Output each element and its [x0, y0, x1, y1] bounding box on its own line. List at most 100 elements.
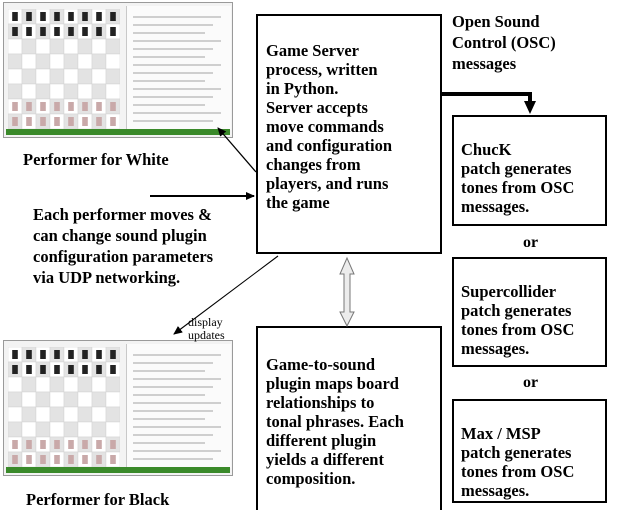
panel-line	[133, 442, 205, 444]
panel-line	[133, 120, 213, 122]
supercollider-text: Supercollider patch generates tones from…	[461, 282, 575, 358]
maxmsp-box: Max / MSP patch generates tones from OSC…	[452, 399, 607, 503]
chess-piece	[82, 102, 88, 111]
chess-piece	[68, 440, 74, 449]
chess-piece	[12, 27, 18, 36]
chess-piece	[68, 350, 74, 359]
chess-piece	[68, 27, 74, 36]
chess-piece	[26, 440, 32, 449]
control-panel-black	[126, 344, 231, 468]
chess-piece	[96, 27, 102, 36]
chess-piece	[54, 455, 60, 464]
chess-piece	[96, 102, 102, 111]
chess-piece	[82, 117, 88, 126]
chess-piece	[40, 350, 46, 359]
chess-piece	[40, 12, 46, 21]
chess-piece	[40, 455, 46, 464]
chess-piece	[96, 117, 102, 126]
panel-line	[133, 56, 205, 58]
plugin-text: Game-to-sound plugin maps board relation…	[266, 355, 404, 488]
panel-line	[133, 410, 213, 412]
control-panel-white	[126, 6, 231, 130]
chess-piece	[68, 12, 74, 21]
chess-piece	[110, 27, 116, 36]
chess-piece	[12, 440, 18, 449]
panel-line	[133, 418, 205, 420]
display-updates-label: display updates	[188, 315, 225, 342]
panel-line	[133, 370, 205, 372]
panel-line	[133, 362, 213, 364]
chess-piece	[68, 117, 74, 126]
chess-piece	[82, 455, 88, 464]
double-arrow-icon	[339, 256, 355, 328]
chess-piece	[40, 440, 46, 449]
chess-piece	[26, 27, 32, 36]
chuck-box: ChucK patch generates tones from OSC mes…	[452, 115, 607, 226]
chess-piece	[96, 12, 102, 21]
panel-line	[133, 112, 221, 114]
chess-piece	[110, 455, 116, 464]
arrow-osc-path	[442, 92, 532, 102]
chess-piece	[26, 12, 32, 21]
game-server-text: Game Server process, written in Python. …	[266, 41, 393, 212]
chess-piece	[82, 365, 88, 374]
panel-line	[133, 450, 221, 452]
chess-piece	[12, 350, 18, 359]
performer-white-label: Performer for White	[23, 150, 169, 169]
chess-piece	[26, 350, 32, 359]
arrow-osc-head	[524, 101, 536, 114]
chess-piece	[26, 365, 32, 374]
panel-line	[133, 72, 213, 74]
chess-piece	[68, 455, 74, 464]
chess-piece	[54, 12, 60, 21]
panel-line	[133, 88, 221, 90]
chuck-text: ChucK patch generates tones from OSC mes…	[461, 140, 575, 216]
chess-piece	[54, 102, 60, 111]
chess-piece	[12, 365, 18, 374]
chess-piece	[26, 102, 32, 111]
panel-line	[133, 32, 205, 34]
chess-piece	[12, 117, 18, 126]
chess-piece	[40, 365, 46, 374]
chess-piece	[82, 12, 88, 21]
panel-line	[133, 386, 213, 388]
each-performer-text: Each performer moves & can change sound …	[33, 205, 214, 287]
chess-piece	[12, 12, 18, 21]
status-bar-white	[6, 129, 230, 135]
chess-piece	[40, 27, 46, 36]
panel-line	[133, 426, 221, 428]
chess-piece	[96, 365, 102, 374]
panel-line	[133, 48, 213, 50]
chess-piece	[110, 440, 116, 449]
chess-piece	[26, 455, 32, 464]
chess-piece	[12, 455, 18, 464]
panel-line	[133, 354, 221, 356]
black-performer-screenshot	[3, 340, 233, 476]
chess-piece	[96, 455, 102, 464]
maxmsp-text: Max / MSP patch generates tones from OSC…	[461, 424, 575, 500]
or-label-1: or	[523, 234, 539, 251]
panel-line	[133, 16, 221, 18]
chess-piece	[12, 102, 18, 111]
chess-piece	[26, 117, 32, 126]
panel-line	[133, 378, 221, 380]
chess-piece	[110, 102, 116, 111]
game-server-box: Game Server process, written in Python. …	[256, 14, 442, 254]
chessboard-black	[8, 347, 120, 467]
chessboard-white	[8, 9, 120, 129]
arrow-to-black	[173, 255, 279, 335]
osc-messages-label: Open Sound Control (OSC) messages	[452, 12, 556, 73]
chess-piece	[110, 350, 116, 359]
panel-line	[133, 458, 213, 460]
panel-line	[133, 40, 221, 42]
or-label-2: or	[523, 374, 539, 391]
panel-line	[133, 434, 213, 436]
chess-piece	[96, 350, 102, 359]
chess-piece	[110, 365, 116, 374]
chess-piece	[54, 117, 60, 126]
chess-piece	[110, 117, 116, 126]
panel-line	[133, 402, 221, 404]
chess-piece	[82, 440, 88, 449]
status-bar-black	[6, 467, 230, 473]
